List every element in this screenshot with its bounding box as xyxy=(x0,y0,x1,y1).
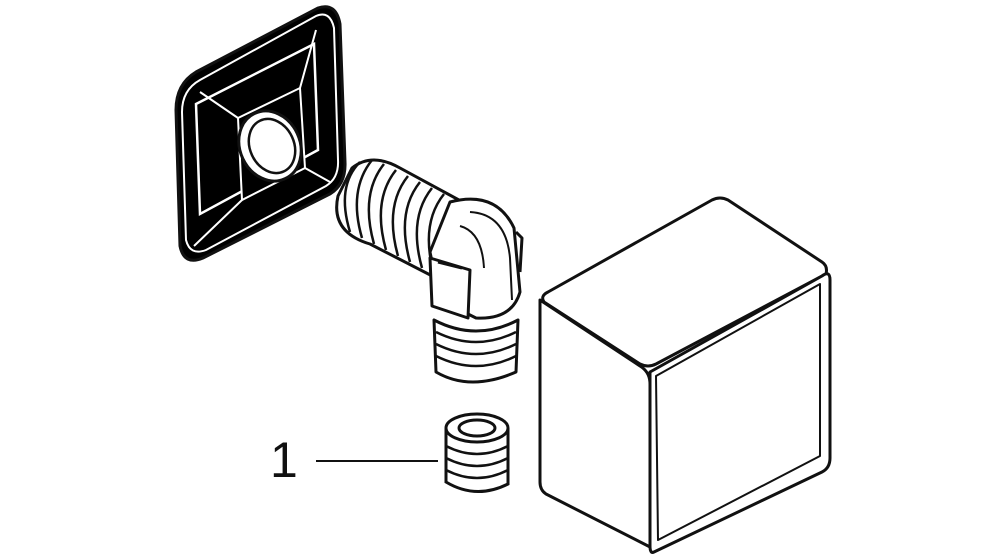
wall-rosette-plate xyxy=(174,5,347,262)
threaded-adapter-part xyxy=(444,412,510,494)
square-cover-cube xyxy=(538,196,832,554)
callout-number-1: 1 xyxy=(270,432,298,488)
threaded-elbow-fitting xyxy=(335,158,524,384)
